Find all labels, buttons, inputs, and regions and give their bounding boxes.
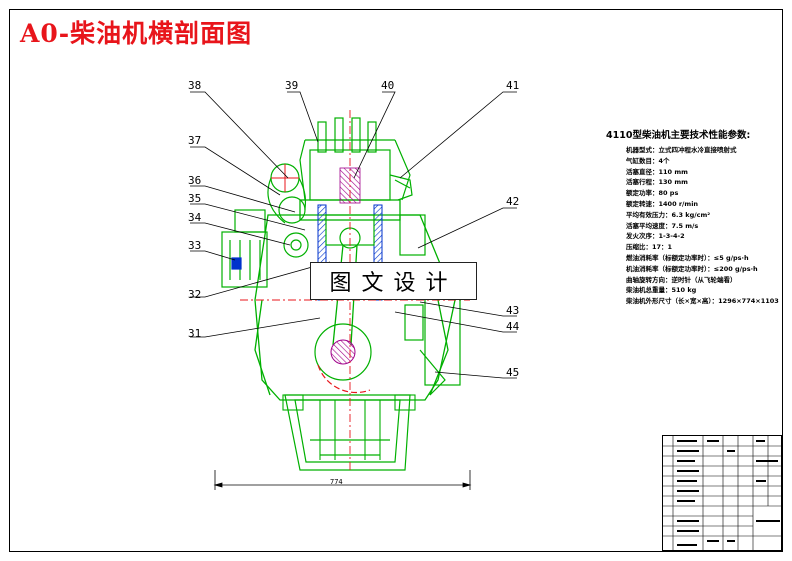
spec-line: 活塞平均速度：7.5 m/s <box>626 221 699 230</box>
spec-line: 机油消耗率（标额定功率时）：≤200 g/ps·h <box>626 264 758 273</box>
spec-line: 柴油机总重量：510 kg <box>626 286 697 295</box>
bottom-supports <box>282 394 416 460</box>
oil-pan <box>284 394 411 471</box>
technical-specs: 4110型柴油机主要技术性能参数: 机器型式：立式四冲程水冷直接喷射式 气缸数目… <box>606 127 782 307</box>
spec-line: 平均有效压力：6.3 kg/cm² <box>626 210 711 219</box>
callout-37: 37 <box>188 134 202 147</box>
spec-line: 机器型式：立式四冲程水冷直接喷射式 <box>626 146 737 154</box>
spec-line: 曲轴旋转方向：逆时针（从飞轮端看） <box>626 275 737 284</box>
title-block <box>662 435 783 552</box>
water-pump <box>399 214 461 396</box>
callout-34: 34 <box>188 211 202 224</box>
spec-line: 气缸数目：4个 <box>626 156 670 165</box>
callout-44: 44 <box>506 320 520 333</box>
drawing-title: A0-柴油机横剖面图 <box>20 19 253 48</box>
callout-39: 39 <box>285 79 299 92</box>
oil-cooler <box>283 232 309 258</box>
drawing-border <box>9 9 783 552</box>
callout-32: 32 <box>188 288 202 301</box>
spec-line: 活塞行程：130 mm <box>626 178 688 187</box>
callout-35: 35 <box>188 192 202 205</box>
callout-33: 33 <box>188 239 202 252</box>
width-dimension-label: 774 <box>330 478 343 486</box>
callout-45: 45 <box>506 366 520 379</box>
spec-line: 燃油消耗率（标额定功率时）：≤5 g/ps·h <box>626 253 749 262</box>
callout-43: 43 <box>506 304 520 317</box>
spec-line: 压缩比：17：1 <box>626 243 673 252</box>
callout-36: 36 <box>188 174 202 187</box>
width-dimension <box>213 470 472 490</box>
callout-31: 31 <box>188 327 202 340</box>
spec-line: 额定功率：80 ps <box>626 189 679 198</box>
watermark-label: 图文设计 <box>310 262 477 300</box>
title-block-grid <box>663 436 783 552</box>
spec-line: 活塞直径：110 mm <box>626 167 688 176</box>
spec-line: 柴油机外形尺寸（长×宽×高）：1296×774×1103 <box>626 297 779 306</box>
callout-38: 38 <box>188 79 202 92</box>
callout-42: 42 <box>506 195 520 208</box>
spec-line: 额定转速：1400 r/min <box>626 199 699 208</box>
crankshaft <box>314 323 372 394</box>
fuel-filter <box>221 209 268 288</box>
spec-line: 发火次序：1-3-4-2 <box>626 232 685 241</box>
pulley-marker <box>271 164 299 192</box>
specs-title: 4110型柴油机主要技术性能参数: <box>606 130 751 141</box>
callout-41: 41 <box>506 79 520 92</box>
leader-lines <box>190 91 517 379</box>
callout-40: 40 <box>381 79 395 92</box>
